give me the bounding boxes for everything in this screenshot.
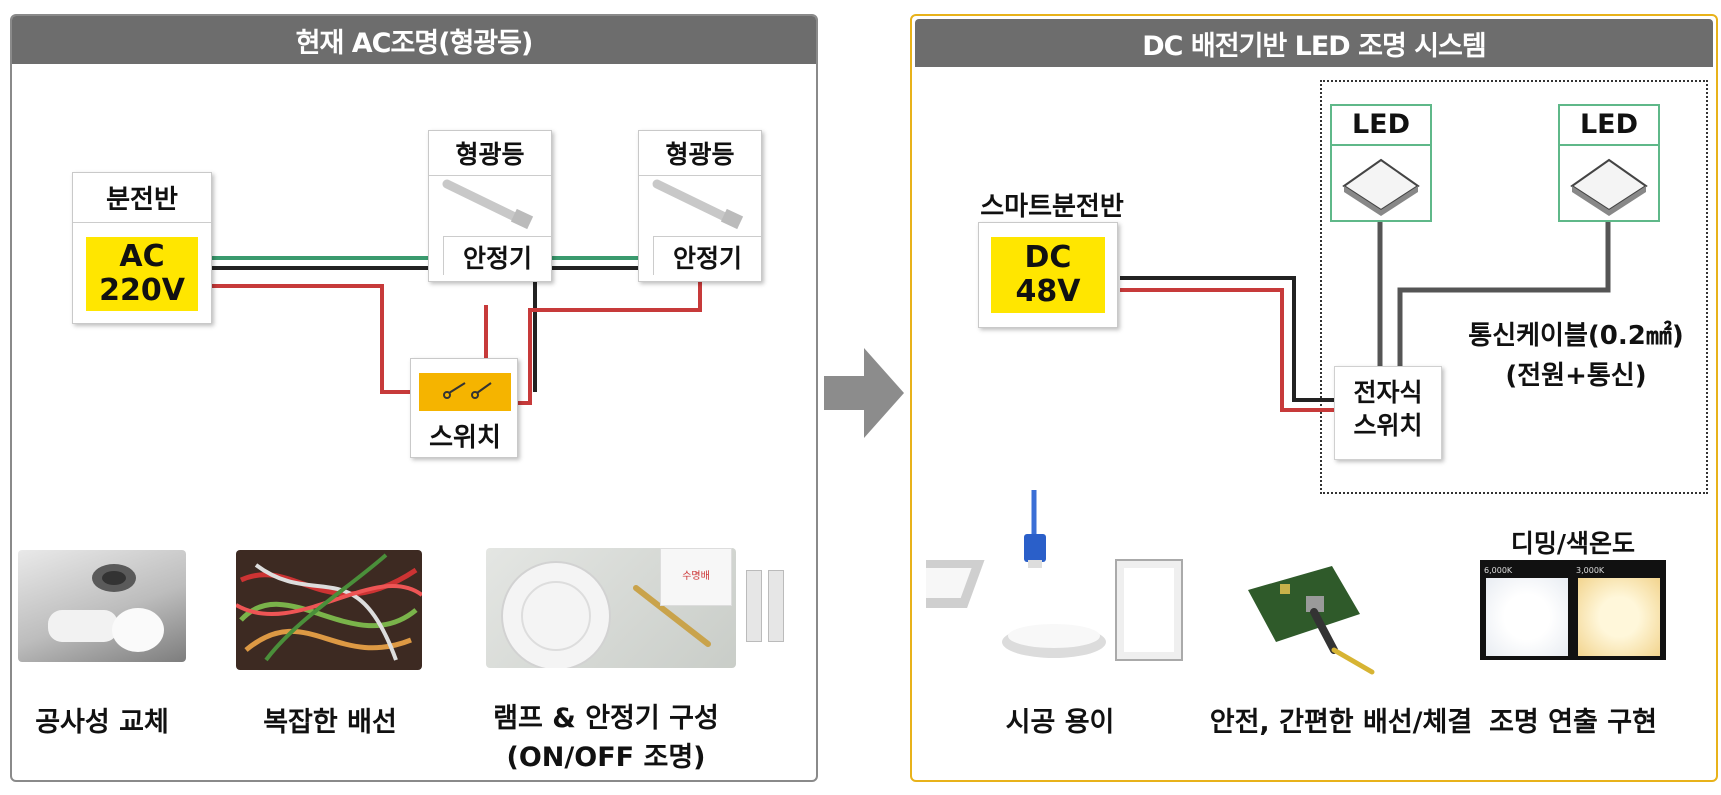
- led-fixture-1: LED: [1330, 104, 1432, 222]
- warm-white-panel: [1578, 578, 1660, 656]
- safe-wiring-photo: [1240, 560, 1390, 680]
- electronic-switch: 전자식 스위치: [1334, 366, 1442, 460]
- photo-caption-replacement: 공사성 교체: [35, 707, 169, 738]
- pcb-connector-art: [1248, 566, 1375, 675]
- switch-label: 스위치: [429, 423, 501, 453]
- ac-distribution-board-label: 분전반: [106, 185, 178, 215]
- dc-voltage-line2: 48V: [1015, 274, 1081, 309]
- lamp1-label: 형광등: [455, 140, 525, 169]
- photo-caption-lamp-line1: 램프 & 안정기 구성: [493, 703, 719, 734]
- ac-red-wire-1: [210, 284, 418, 394]
- ballast-1: 안정기: [443, 236, 551, 275]
- easy-install-photo: [887, 490, 1186, 670]
- led1-label: LED: [1332, 106, 1430, 146]
- transition-arrow-icon: [824, 348, 904, 438]
- lamp2-label: 형광등: [665, 140, 735, 169]
- switch-toggle-icon: [443, 382, 492, 399]
- photo-caption-lamp-line2: (ON/OFF 조명): [506, 742, 706, 773]
- complex-wiring-photo: [234, 550, 424, 670]
- ballast-2: 안정기: [653, 236, 761, 275]
- ac-panel-title: 현재 AC조명(형광등): [12, 16, 816, 64]
- tangled-wires-art: [234, 553, 424, 662]
- electronic-switch-label: 전자식 스위치: [1335, 377, 1441, 442]
- photo-caption-safe-wiring: 안전, 간편한 배선/체결: [1209, 707, 1473, 738]
- ac-red-wire-3: [508, 282, 702, 405]
- lamp-inset: 수명배: [660, 548, 732, 606]
- fluorescent-tube-icon: [652, 179, 744, 230]
- photo-caption-easy-install: 시공 용이: [1005, 707, 1115, 738]
- ceiling-fixture-photo: [18, 550, 186, 662]
- led-fixture-2: LED: [1558, 104, 1660, 222]
- led-panel-icon: [1570, 158, 1648, 216]
- led-fixtures-cable-art: [887, 490, 1183, 661]
- cct-left-label: 6,000K: [1484, 566, 1513, 575]
- lamp-inset-label: 수명배: [682, 571, 710, 582]
- electronic-switch-line1: 전자식: [1353, 378, 1423, 407]
- dc-panel-title: DC 배전기반 LED 조명 시스템: [915, 19, 1713, 67]
- photo-caption-wiring: 복잡한 배선: [263, 707, 397, 738]
- ac-voltage-line1: AC: [119, 238, 165, 274]
- dc-black-wire: [1120, 276, 1334, 402]
- electronic-switch-line2: 스위치: [1353, 410, 1423, 440]
- dc-voltage-line1: DC: [1024, 239, 1072, 275]
- led-panel-icon: [1342, 158, 1420, 216]
- photo-caption-lamp: 램프 & 안정기 구성 (ON/OFF 조명): [456, 696, 756, 774]
- cable-note-line1: 통신케이블(0.2㎟): [1468, 321, 1684, 351]
- fluorescent-lamp-1: 형광등 안정기: [428, 130, 552, 282]
- fluorescent-tube-icon: [442, 179, 534, 230]
- photo-caption-lighting-effect: 조명 연출 구현: [1489, 707, 1657, 738]
- cable-note-line2: (전원+통신): [1505, 361, 1647, 392]
- fluorescent-tube-1: [746, 570, 762, 642]
- cable-note: 통신케이블(0.2㎟) (전원+통신): [1448, 316, 1704, 397]
- cool-white-panel: [1486, 578, 1568, 656]
- dimming-label: 디밍/색온도: [1510, 529, 1636, 558]
- lamp-ballast-photo: [486, 548, 736, 671]
- fluorescent-tube-2: [768, 570, 784, 642]
- fluorescent-lamp-2: 형광등 안정기: [638, 130, 762, 282]
- dimming-cct-photo: 6,000K 3,000K: [1480, 560, 1666, 660]
- led2-label: LED: [1560, 106, 1658, 146]
- comm-cable-2: [1397, 220, 1611, 372]
- smart-board-label: 스마트분전반: [980, 192, 1124, 222]
- dc-red-wire: [1120, 288, 1334, 412]
- led-system-boundary: [1320, 80, 1708, 494]
- ac-voltage-line2: 220V: [99, 273, 185, 308]
- switch-symbol: [419, 373, 511, 411]
- ac-switch: 스위치: [410, 358, 518, 458]
- fixture-photo-art: [48, 564, 164, 652]
- cct-right-label: 3,000K: [1576, 566, 1605, 575]
